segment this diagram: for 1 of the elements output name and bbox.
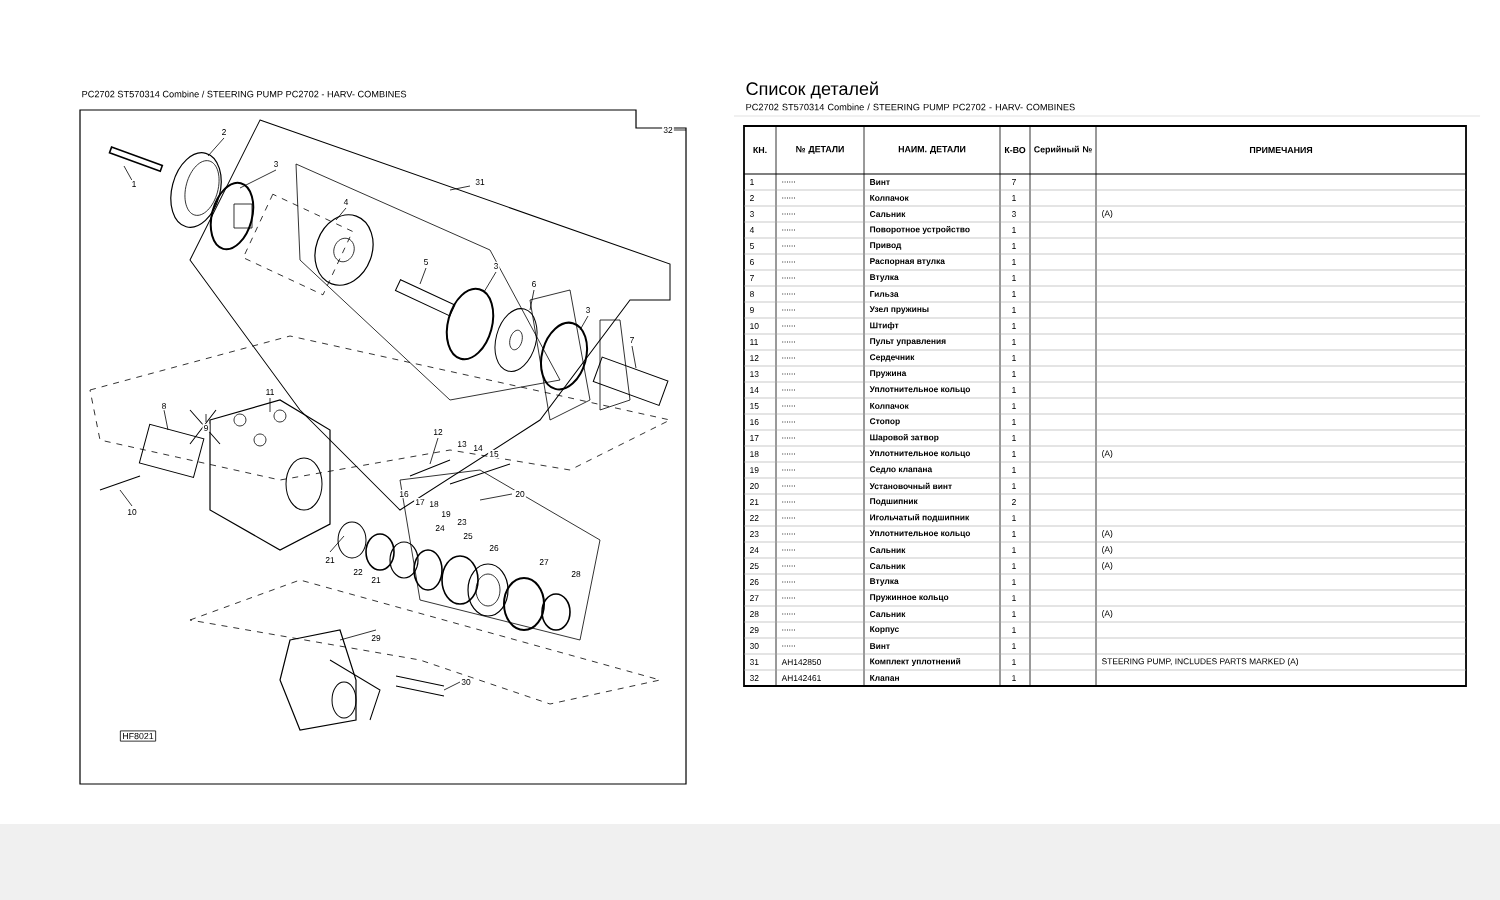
page-title: Список деталей bbox=[746, 81, 878, 99]
